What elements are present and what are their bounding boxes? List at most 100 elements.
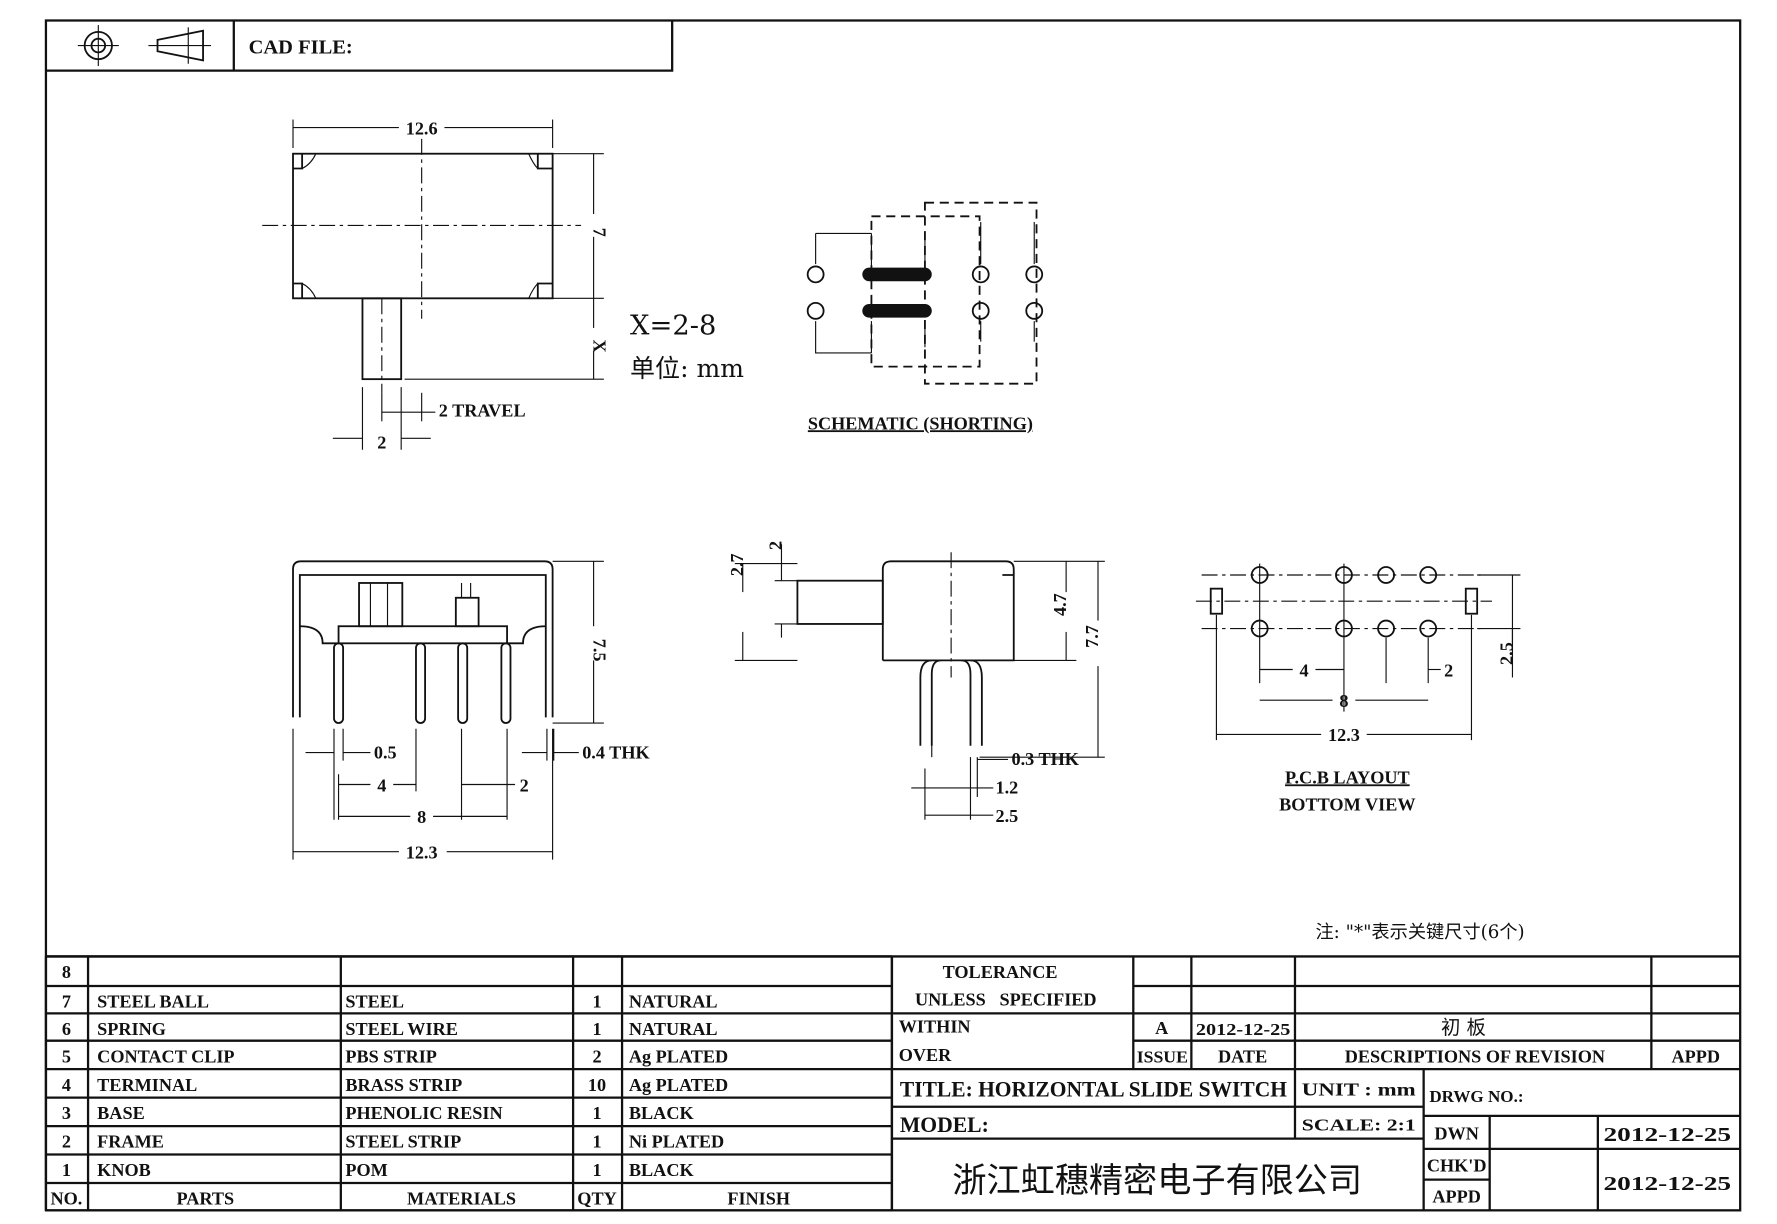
- issue-date: 2012-12-25: [1196, 1020, 1291, 1039]
- date-label: DATE: [1218, 1046, 1267, 1066]
- key-dimension-note: 注: "*"表示关键尺寸(6个): [1315, 922, 1524, 943]
- bom-part: STEEL BALL: [97, 992, 209, 1012]
- pcb-sublabel: BOTTOM VIEW: [1279, 795, 1415, 815]
- bom-qty: 10: [588, 1075, 606, 1095]
- bom-part: SPRING: [97, 1019, 166, 1039]
- dim-width: 12.6: [406, 118, 438, 138]
- bom-no: 5: [62, 1046, 71, 1066]
- bom-qty: 1: [592, 1103, 601, 1123]
- bom-header-finish: FINISH: [727, 1189, 790, 1209]
- pcb-dim-123: 12.3: [1328, 725, 1360, 745]
- pcb-dim-2: 2: [1444, 660, 1453, 680]
- bom-qty: 1: [592, 1160, 601, 1180]
- dwn-label: DWN: [1434, 1124, 1479, 1144]
- bom-material: BRASS STRIP: [345, 1075, 462, 1095]
- bom-part: FRAME: [97, 1132, 164, 1152]
- bom-header-no: NO.: [50, 1189, 82, 1209]
- schematic-label: SCHEMATIC (SHORTING): [808, 413, 1033, 434]
- chkd-date: 2012-12-25: [1604, 1173, 1732, 1195]
- dim-front-width: 12.3: [406, 843, 438, 863]
- bom-header-materials: MATERIALS: [407, 1189, 516, 1209]
- bom-no: 8: [62, 962, 71, 982]
- cad-file-label: CAD FILE:: [249, 37, 353, 59]
- dim-pitch-4: 4: [377, 775, 386, 795]
- dim-knob-length: X: [590, 340, 610, 353]
- bom-header-parts: PARTS: [176, 1189, 234, 1209]
- dim-side-27: 2.7: [727, 553, 747, 576]
- top-view: 12.6 7 X 2 2 TRAVEL X=2-8 单位: mm: [262, 118, 744, 453]
- descriptions-label: DESCRIPTIONS OF REVISION: [1345, 1046, 1605, 1066]
- bom-no: 7: [62, 992, 71, 1012]
- crosshair-icon: [77, 25, 119, 67]
- unit-note: 单位: mm: [630, 354, 744, 383]
- bom-finish: Ag PLATED: [629, 1075, 728, 1095]
- dim-frame-thickness: 0.4 THK: [582, 742, 650, 762]
- over-label: OVER: [899, 1045, 952, 1065]
- dim-side-47: 4.7: [1050, 593, 1070, 616]
- bom-finish: NATURAL: [629, 992, 718, 1012]
- issue-value: A: [1155, 1018, 1169, 1038]
- bom-header-qty: QTY: [577, 1189, 616, 1209]
- title-block: TOLERANCE UNLESS SPECIFIED WITHIN OVER A…: [45, 955, 1741, 1211]
- bom-part: KNOB: [97, 1160, 151, 1180]
- schematic: SCHEMATIC (SHORTING): [806, 201, 1044, 434]
- bom-material: PBS STRIP: [345, 1046, 437, 1066]
- unit-label: UNIT : mm: [1302, 1079, 1416, 1099]
- bom-qty: 1: [592, 1019, 601, 1039]
- within-label: WITHIN: [899, 1017, 971, 1037]
- dim-side-thk: 0.3 THK: [1011, 749, 1079, 769]
- bom-part: BASE: [97, 1103, 145, 1123]
- appd-sign-label: APPD: [1432, 1186, 1481, 1206]
- pcb-layout: 4 2 8 12.3 2.5 P.C.B LAYOUT BOTTOM VIEW: [1195, 563, 1521, 815]
- bom-no: 4: [62, 1075, 71, 1095]
- appd-label: APPD: [1672, 1046, 1721, 1066]
- company-name: 浙江虹穗精密电子有限公司: [952, 1161, 1362, 1201]
- bom-material: STEEL: [345, 992, 404, 1012]
- issue-label: ISSUE: [1137, 1047, 1188, 1066]
- model-label: MODEL:: [900, 1113, 989, 1137]
- pcb-dim-25: 2.5: [1496, 642, 1516, 665]
- drawing-number-label: DRWG NO.:: [1429, 1087, 1523, 1106]
- dim-side-12: 1.2: [996, 778, 1019, 798]
- bom-qty: 1: [592, 1132, 601, 1152]
- front-view: 7.5 0.5 4 2 8 12.3 0.4 THK: [292, 560, 650, 863]
- dim-front-height: 7.5: [590, 639, 610, 662]
- chkd-label: CHK'D: [1427, 1156, 1487, 1176]
- bom-no: 3: [62, 1103, 71, 1123]
- dim-side-25: 2.5: [996, 806, 1019, 826]
- dwn-date: 2012-12-25: [1604, 1124, 1732, 1146]
- dim-pitch-2: 2: [520, 775, 529, 795]
- pcb-label: P.C.B LAYOUT: [1285, 767, 1410, 787]
- dim-side-2: 2: [765, 541, 785, 550]
- pcb-dim-4: 4: [1300, 660, 1309, 680]
- bom-material: POM: [345, 1160, 387, 1180]
- tolerance-label: TOLERANCE: [943, 962, 1058, 982]
- dim-travel: 2 TRAVEL: [439, 401, 526, 421]
- bom-finish: NATURAL: [629, 1019, 718, 1039]
- pcb-dim-8: 8: [1339, 691, 1348, 711]
- dim-pin-width: 0.5: [374, 742, 397, 762]
- bom-no: 1: [62, 1160, 71, 1180]
- bom-qty: 2: [592, 1046, 601, 1066]
- header-box: CAD FILE:: [45, 20, 674, 72]
- bom-part: CONTACT CLIP: [97, 1046, 234, 1066]
- bom-no: 6: [62, 1019, 71, 1039]
- scale-label: SCALE: 2:1: [1302, 1116, 1416, 1135]
- dim-span-8: 8: [417, 807, 426, 827]
- bom-part: TERMINAL: [97, 1075, 197, 1095]
- bom-material: STEEL WIRE: [345, 1019, 457, 1039]
- bom-material: PHENOLIC RESIN: [345, 1103, 502, 1123]
- side-view: 2.7 2 4.7 7.7 0.3 THK 1.2 2.5: [727, 541, 1105, 826]
- bom-table: 8 7 STEEL BALL STEEL 1 NATURAL 6 SPRING STEEL WI…: [44, 955, 894, 1212]
- dim-knob-width: 2: [377, 433, 386, 453]
- bom-finish: Ag PLATED: [629, 1046, 728, 1066]
- dim-side-77: 7.7: [1082, 625, 1102, 648]
- x-range: X=2-8: [630, 311, 716, 342]
- bom-finish: BLACK: [629, 1103, 695, 1123]
- bom-no: 2: [62, 1132, 71, 1152]
- revision-description: 初 板: [1441, 1016, 1486, 1039]
- drawing-title: TITLE: HORIZONTAL SLIDE SWITCH: [900, 1077, 1287, 1101]
- dim-height: 7: [590, 228, 610, 237]
- projection-cone-icon: [148, 27, 212, 64]
